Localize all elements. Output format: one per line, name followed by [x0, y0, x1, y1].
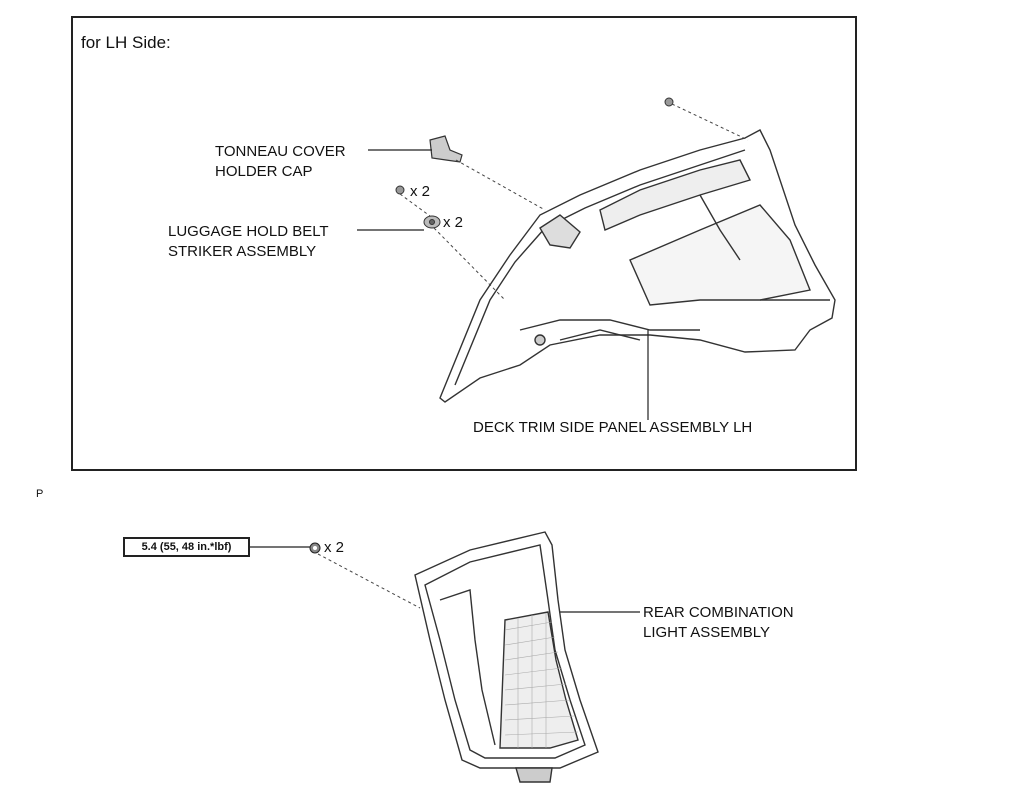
leader-lines — [250, 149, 649, 613]
luggage-hold-label-line2: STRIKER ASSEMBLY — [168, 243, 317, 260]
tonneau-cover-holder-cap-drawing — [429, 135, 463, 163]
deck-trim-label: DECK TRIM SIDE PANEL ASSEMBLY LH — [473, 419, 753, 436]
rear-light-label-line2: LIGHT ASSEMBLY — [643, 624, 770, 641]
rear-light-label-line1: REAR COMBINATION — [643, 604, 794, 621]
tonneau-cover-label-line1: TONNEAU COVER — [215, 143, 346, 160]
bolt-quantity: x 2 — [410, 183, 431, 200]
rear-combination-light-drawing — [414, 531, 599, 783]
deck-trim-side-panel-drawing — [439, 129, 836, 403]
page-marker: P — [36, 488, 44, 500]
assembly-dashed-lines — [317, 103, 749, 609]
panel-title: for LH Side: — [81, 33, 171, 52]
striker-quantity: x 2 — [443, 214, 464, 231]
nut-quantity: x 2 — [324, 539, 345, 556]
nut-icon — [309, 542, 321, 554]
luggage-hold-label-line1: LUGGAGE HOLD BELT — [168, 223, 329, 240]
rear-light-grid — [504, 613, 579, 748]
torque-spec-box: 5.4 (55, 48 in.*lbf) — [123, 537, 250, 557]
lh-side-panel — [71, 16, 857, 471]
fastener-drawings — [395, 97, 674, 229]
tonneau-cover-label-line2: HOLDER CAP — [215, 163, 313, 180]
